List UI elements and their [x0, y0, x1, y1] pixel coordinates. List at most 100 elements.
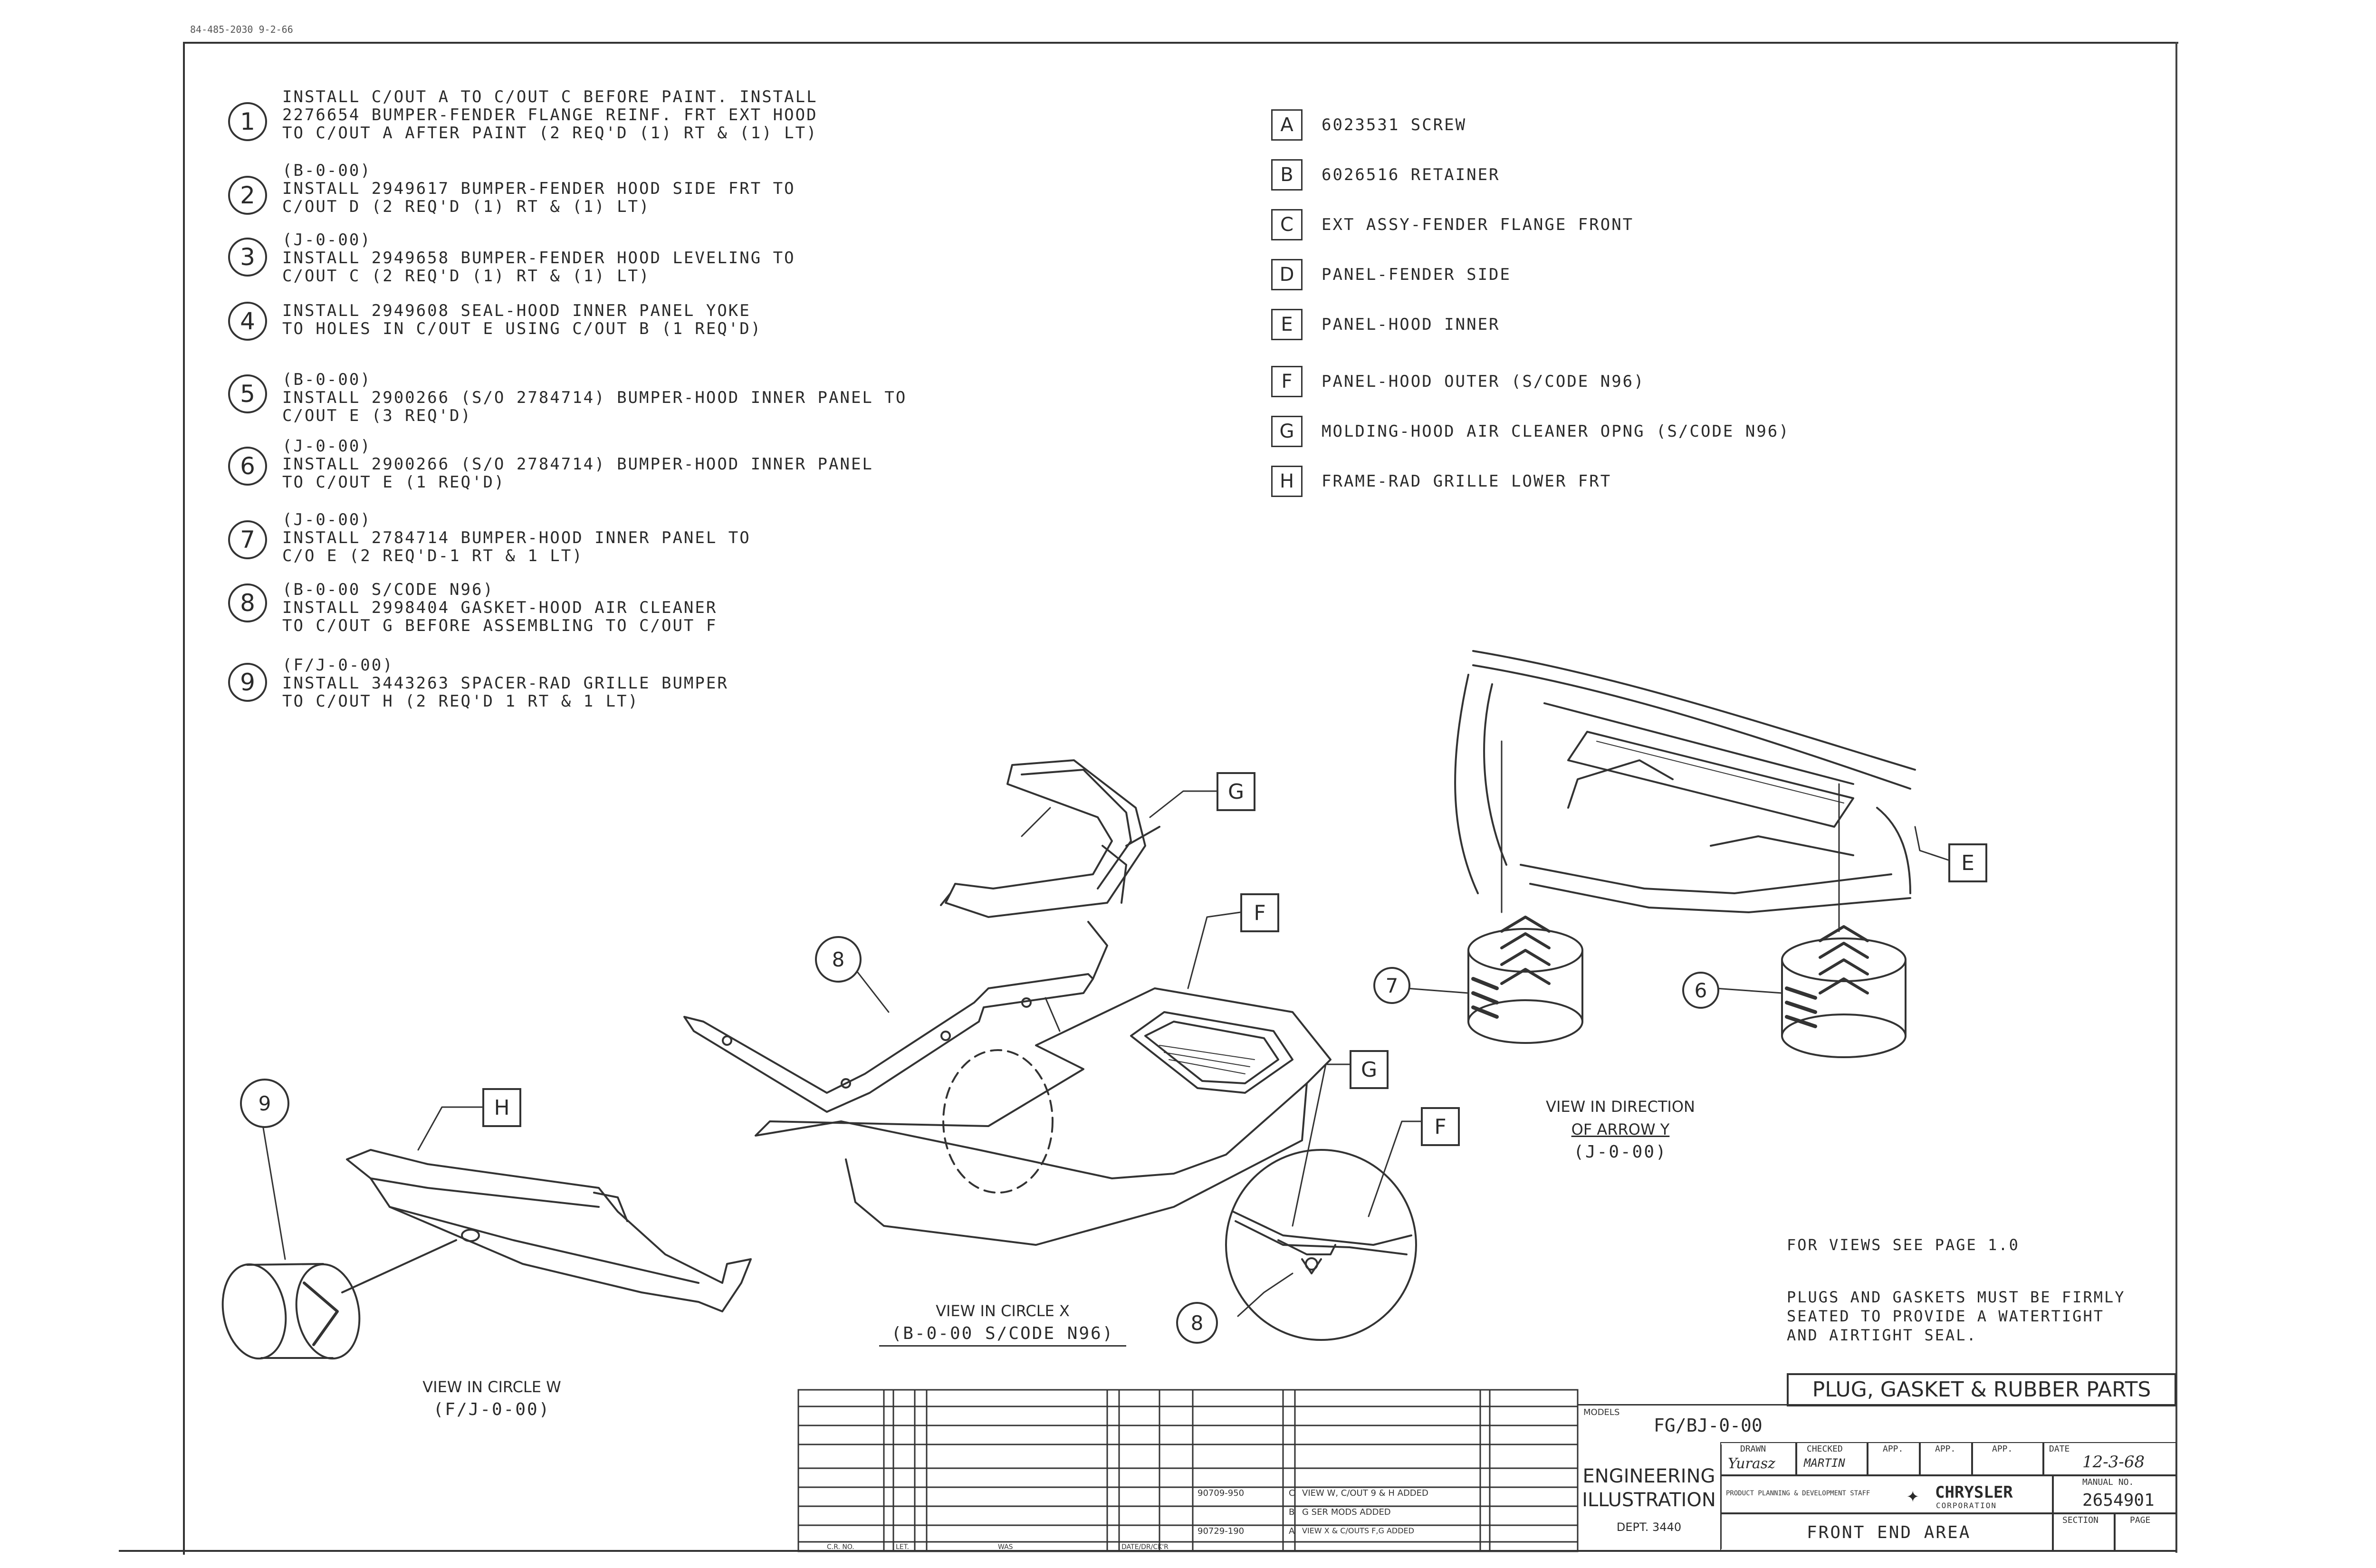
legend-text: FRAME-RAD GRILLE LOWER FRT — [1322, 472, 1612, 491]
checked-signature: MARTIN — [1804, 1456, 1845, 1470]
legend-key: C — [1271, 209, 1303, 240]
revision-header-let: LET. — [896, 1543, 909, 1551]
legend-item-c: C EXT ASSY-FENDER FLANGE FRONT — [1271, 209, 1634, 240]
note-4: 4 INSTALL 2949608 SEAL-HOOD INNER PANEL … — [228, 302, 762, 341]
note-line: INSTALL 2998404 GASKET-HOOD AIR CLEANER — [282, 598, 718, 617]
note-9: 9 (F/J-0-00)INSTALL 3443263 SPACER-RAD G… — [228, 656, 728, 710]
note-line: (F/J-0-00) — [282, 656, 394, 675]
note-2: 2 (B-0-00)INSTALL 2949617 BUMPER-FENDER … — [228, 162, 795, 216]
note-line: INSTALL C/OUT A TO C/OUT C BEFORE PAINT.… — [282, 87, 818, 106]
legend-key: G — [1271, 416, 1303, 447]
revision-header-was: WAS — [998, 1543, 1013, 1551]
spacer-9-part — [221, 1239, 457, 1360]
view-subtitle: (J-0-00) — [1573, 1142, 1667, 1162]
note-number: 1 — [228, 102, 267, 141]
circle-x-view — [1225, 1149, 1417, 1341]
drawing-title: PLUG, GASKET & RUBBER PARTS — [1787, 1373, 2176, 1406]
note-line: INSTALL 2949658 BUMPER-FENDER HOOD LEVEL… — [282, 249, 795, 268]
callout-g-upper: G — [1217, 772, 1255, 811]
note-line: (B-0-00) — [282, 370, 372, 389]
view-title: OF ARROW Y — [1571, 1120, 1670, 1138]
circle-x-ref — [942, 1049, 1054, 1194]
models-label: MODELS — [1583, 1407, 1620, 1417]
note-line: (J-0-00) — [282, 510, 372, 529]
note-line: TO C/OUT A AFTER PAINT (2 REQ'D (1) RT &… — [282, 124, 818, 143]
legend-key: E — [1271, 309, 1303, 340]
eng-label-1: ENGINEERING — [1582, 1465, 1715, 1487]
view-title: VIEW IN CIRCLE W — [422, 1378, 561, 1396]
manual-cell: MANUAL NO.2654901 — [2053, 1475, 2176, 1513]
callout-7: 7 — [1373, 967, 1410, 1004]
company-name: CHRYSLER — [1935, 1483, 2013, 1502]
note-line: INSTALL 3443263 SPACER-RAD GRILLE BUMPER — [282, 674, 728, 693]
note-line: INSTALL 2900266 (S/O 2784714) BUMPER-HOO… — [282, 388, 907, 407]
app-label: APP. — [1935, 1444, 1956, 1454]
note-line: (B-0-00) — [282, 161, 372, 180]
drawn-label: DRAWN — [1740, 1444, 1766, 1454]
view-title: VIEW IN CIRCLE X — [936, 1302, 1070, 1320]
note-line: INSTALL 2784714 BUMPER-HOOD INNER PANEL … — [282, 528, 751, 547]
revision-header-cr: C.R. NO. — [827, 1543, 854, 1551]
callout-9: 9 — [240, 1079, 289, 1128]
legend-key: D — [1271, 259, 1303, 290]
section-label: SECTION — [2062, 1515, 2098, 1525]
callout-e-right: E — [1948, 843, 1987, 882]
legend-text: MOLDING-HOOD AIR CLEANER OPNG (S/CODE N9… — [1322, 422, 1790, 441]
legend-text: PANEL-HOOD INNER — [1322, 315, 1500, 334]
view-title: VIEW IN DIRECTION — [1546, 1098, 1695, 1116]
note-number: 4 — [228, 302, 267, 341]
note-6: 6 (J-0-00)INSTALL 2900266 (S/O 2784714) … — [228, 437, 873, 492]
note-number: 2 — [228, 176, 267, 215]
note-number: 5 — [228, 374, 267, 413]
drawing-border — [183, 42, 2178, 1555]
note-line: TO C/OUT E (1 REQ'D) — [282, 473, 506, 492]
page-label: PAGE — [2130, 1515, 2151, 1525]
drawn-signature: Yurasz — [1728, 1455, 1775, 1472]
view-arrow-y-caption: VIEW IN DIRECTION OF ARROW Y (J-0-00) — [1530, 1095, 1711, 1164]
note-line: INSTALL 2900266 (S/O 2784714) BUMPER-HOO… — [282, 455, 873, 474]
note-line: INSTALL 2949617 BUMPER-FENDER HOOD SIDE … — [282, 179, 795, 198]
revision-letter: B — [1289, 1507, 1295, 1517]
company-sub: CORPORATION — [1936, 1501, 1997, 1510]
see-page-note: FOR VIEWS SEE PAGE 1.0 — [1787, 1236, 2020, 1254]
callout-h-left: H — [482, 1088, 521, 1127]
area-cell: FRONT END AREA — [1720, 1513, 2053, 1551]
models-value: FG/BJ-0-00 — [1654, 1415, 1763, 1436]
view-circle-x-caption: VIEW IN CIRCLE X (B-0-00 S/CODE N96) — [879, 1300, 1126, 1347]
note-7: 7 (J-0-00)INSTALL 2784714 BUMPER-HOOD IN… — [228, 511, 751, 565]
app-cell-1: APP. — [1868, 1442, 1920, 1475]
staff-cell: PRODUCT PLANNING & DEVELOPMENT STAFF ✦ C… — [1720, 1475, 2053, 1513]
hood-outer-panel-f — [755, 987, 1332, 1246]
note-number: 6 — [228, 447, 267, 486]
callout-8-lower: 8 — [1176, 1302, 1218, 1344]
view-subtitle: (B-0-00 S/CODE N96) — [879, 1322, 1126, 1347]
note-1: 1 INSTALL C/OUT A TO C/OUT C BEFORE PAIN… — [228, 88, 818, 143]
legend-key: B — [1271, 159, 1303, 191]
hood-inner-panel-view — [1454, 650, 1916, 932]
legend-text: 6026516 RETAINER — [1322, 165, 1500, 184]
bumper-6-part — [1781, 925, 1907, 1058]
note-line: (J-0-00) — [282, 437, 372, 456]
note-line: (J-0-00) — [282, 230, 372, 249]
molding-g-part — [940, 759, 1160, 918]
leader-lines — [260, 790, 1949, 1317]
bumper-7-part — [1467, 916, 1583, 1044]
dept-label: DEPT. 3440 — [1616, 1520, 1682, 1534]
legend-item-g: G MOLDING-HOOD AIR CLEANER OPNG (S/CODE N… — [1271, 416, 1790, 447]
grille-frame-h — [346, 1149, 752, 1312]
revision-desc: G SER MODS ADDED — [1302, 1507, 1391, 1517]
note-line: (B-0-00 S/CODE N96) — [282, 580, 494, 599]
note-3: 3 (J-0-00)INSTALL 2949658 BUMPER-FENDER … — [228, 231, 795, 285]
legend-text: EXT ASSY-FENDER FLANGE FRONT — [1322, 215, 1634, 234]
eng-label-2: ILLUSTRATION — [1582, 1489, 1716, 1511]
manual-label: MANUAL NO. — [2082, 1477, 2134, 1487]
staff-label: PRODUCT PLANNING & DEVELOPMENT STAFF — [1726, 1490, 1870, 1497]
revision-cr: 90709-950 — [1198, 1488, 1245, 1498]
callout-f-upper: F — [1240, 893, 1279, 932]
